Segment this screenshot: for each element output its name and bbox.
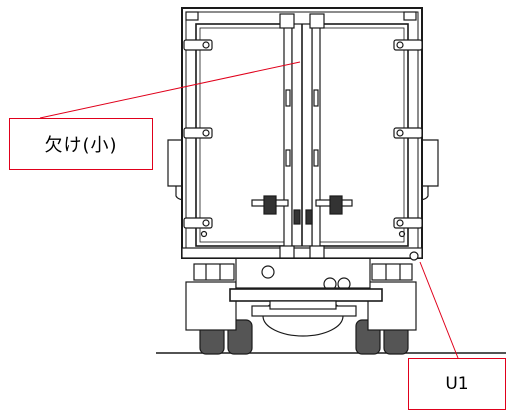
hinges-left: [183, 39, 213, 229]
chassis-frame: [235, 257, 371, 289]
tail-lamp-right: [371, 263, 413, 281]
lock-rods: [279, 13, 325, 259]
leader-line-chip: [39, 61, 301, 119]
door-handle-left: [251, 195, 289, 215]
hinges-right: [393, 39, 423, 229]
callout-chip-label: 欠け(小): [44, 135, 118, 156]
center-latches: [293, 209, 313, 225]
leader-line-u1: [419, 261, 459, 359]
rear-bumper: [229, 288, 383, 302]
callout-u1-label: U1: [445, 374, 469, 394]
truck-line-drawing: [156, 7, 506, 355]
door-handle-right: [315, 195, 353, 215]
callout-u1: U1: [408, 358, 506, 410]
leader-lines: [39, 61, 459, 359]
mudflap-left: [185, 281, 237, 331]
callout-chip-small: 欠け(小): [9, 118, 153, 170]
tail-lamp-left: [193, 263, 235, 281]
